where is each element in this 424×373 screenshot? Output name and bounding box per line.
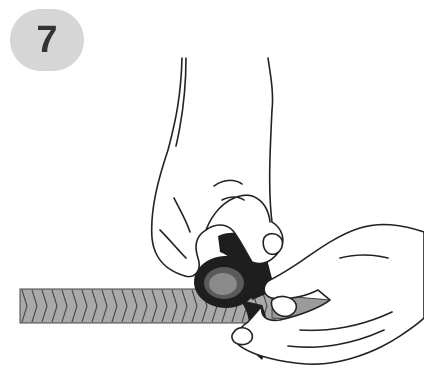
left-hand-icon [152, 58, 283, 277]
